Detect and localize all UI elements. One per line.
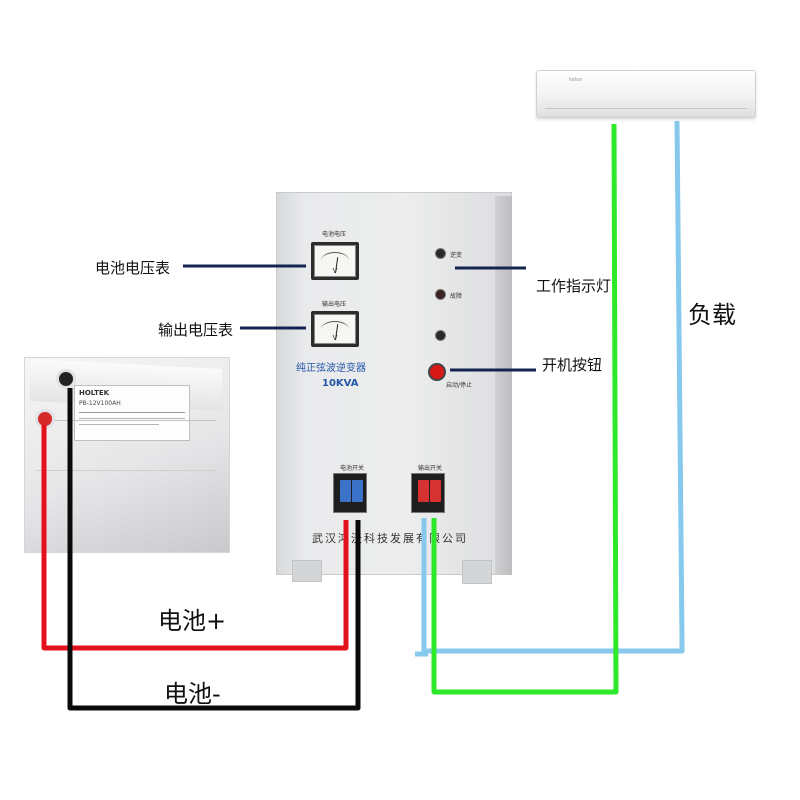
ac-logo: kelon [569, 77, 583, 83]
callout-battery-voltmeter: 电池电压表 [95, 259, 171, 277]
output-switch[interactable] [411, 473, 445, 513]
indicator-lamp-3 [436, 331, 445, 340]
battery-positive-label: 电池+ [158, 607, 227, 635]
battery-negative-terminal [59, 372, 73, 386]
air-conditioner: kelon [536, 70, 756, 118]
battery-breaker-pole [340, 480, 351, 502]
output-voltmeter-unit: V [332, 334, 338, 342]
battery-label: HOLTEK PB-12V100AH [74, 385, 190, 441]
output-voltage-meter-title: 输出电压 [322, 301, 347, 308]
company-name: 武汉鸿沃科技发展有限公司 [312, 532, 468, 545]
battery-label-rule [79, 424, 159, 425]
start-stop-label: 启动/停止 [446, 382, 473, 389]
battery-voltmeter-unit: V [332, 267, 338, 275]
start-stop-button[interactable] [430, 365, 444, 379]
battery-negative-label: 电池- [164, 680, 221, 708]
battery-model: PB-12V100AH [79, 400, 121, 407]
output-voltmeter: V [311, 311, 359, 347]
ac-vent-line [545, 108, 747, 109]
callout-output-voltmeter: 输出电压表 [158, 321, 234, 339]
wire-battery-negative [67, 388, 361, 711]
cabinet-foot-right [462, 560, 492, 584]
battery-switch[interactable] [333, 473, 367, 513]
wire-battery-positive [41, 425, 349, 651]
battery-positive-terminal [38, 412, 52, 426]
battery-label-rule [79, 418, 185, 419]
battery-label-rule [79, 412, 185, 413]
battery-voltage-meter-title: 电池电压 [322, 231, 347, 238]
inverting-indicator-lamp [436, 249, 445, 258]
output-switch-label: 输出开关 [418, 465, 443, 472]
wire-output-green [431, 123, 619, 695]
callout-load: 负载 [688, 301, 736, 329]
callout-work-indicator: 工作指示灯 [536, 277, 612, 295]
callout-power-button: 开机按钮 [542, 356, 603, 374]
inverting-indicator-label: 逆变 [450, 252, 463, 259]
battery-brand: HOLTEK [79, 389, 110, 397]
fault-indicator-label: 故障 [450, 293, 463, 300]
battery-switch-label: 电池开关 [340, 465, 365, 472]
battery-breaker-pole [352, 480, 363, 502]
output-breaker-pole [418, 480, 429, 502]
inverter-model-text: 纯正弦波逆变器 [296, 363, 366, 374]
battery-ridge [36, 420, 216, 421]
wire-output-blue [421, 120, 685, 654]
fault-indicator-lamp [436, 290, 445, 299]
output-breaker-pole [430, 480, 441, 502]
battery-ridge [36, 470, 216, 471]
inverter-rating-text: 10KVA [322, 378, 359, 389]
cabinet-foot-left [292, 560, 322, 582]
cabinet-side [495, 196, 512, 575]
battery-voltmeter: V [311, 242, 359, 280]
